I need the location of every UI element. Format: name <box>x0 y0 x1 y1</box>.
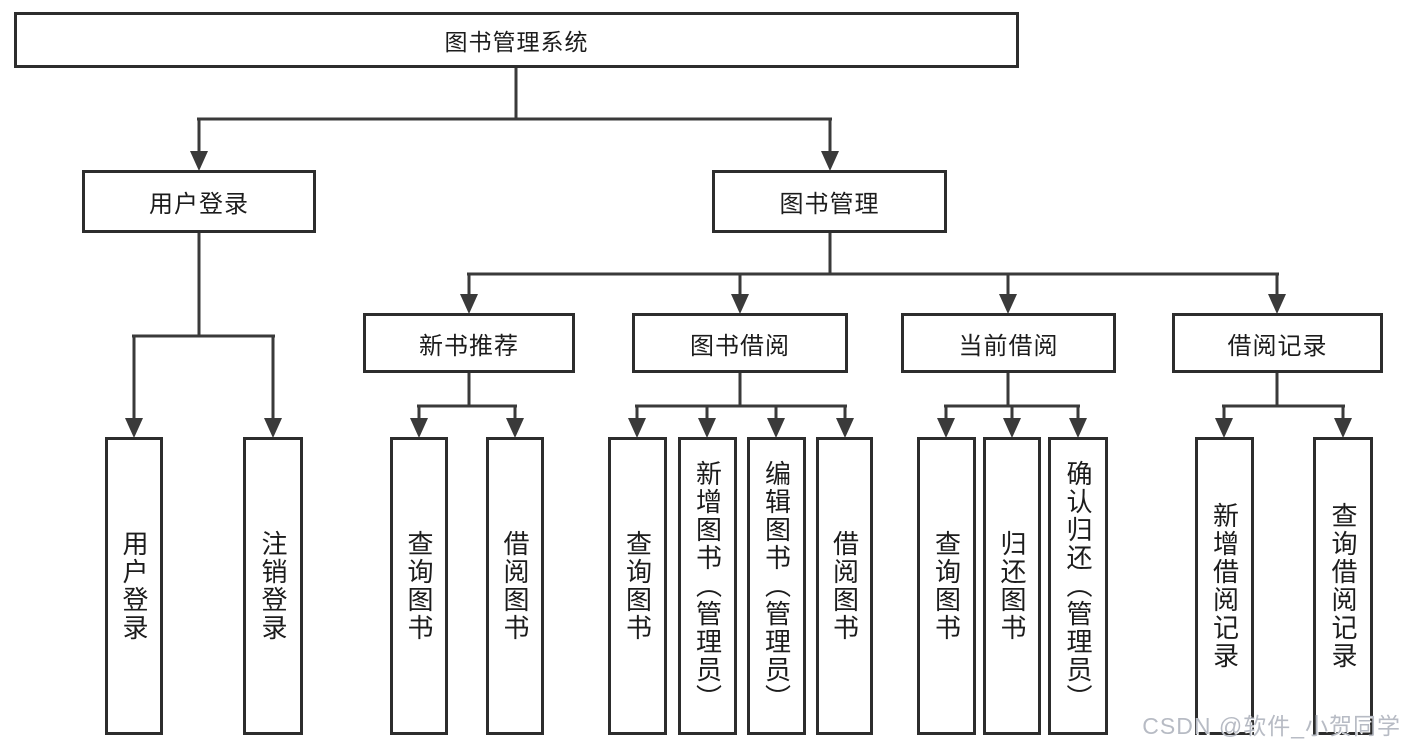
leaf-newbook-query-book: 查询图书 <box>390 437 448 735</box>
leaf-current-confirm-return-admin-label: 确认归还（管理员） <box>1063 460 1093 712</box>
leaf-borrow-edit-book-admin: 编辑图书（管理员） <box>747 437 806 735</box>
node-root: 图书管理系统 <box>14 12 1019 68</box>
node-borrow-records-label: 借阅记录 <box>1227 332 1328 360</box>
leaf-current-return-book: 归还图书 <box>983 437 1041 735</box>
leaf-current-confirm-return-admin: 确认归还（管理员） <box>1048 437 1108 735</box>
node-book-borrow-label: 图书借阅 <box>690 332 790 360</box>
node-book-management: 图书管理 <box>712 170 947 233</box>
leaf-borrow-add-book-admin-label: 新增图书（管理员） <box>692 460 723 712</box>
node-user-login-label: 用户登录 <box>149 191 249 218</box>
node-user-login: 用户登录 <box>82 170 316 233</box>
watermark: CSDN @软件_小贺同学 <box>1142 713 1401 739</box>
leaf-newbook-borrow-book-label: 借阅图书 <box>500 530 530 642</box>
leaf-current-return-book-label: 归还图书 <box>997 530 1027 642</box>
leaf-borrow-borrow-book-label: 借阅图书 <box>829 530 860 642</box>
node-book-management-label: 图书管理 <box>779 191 880 218</box>
node-new-book-recommend-label: 新书推荐 <box>419 332 519 360</box>
node-new-book-recommend: 新书推荐 <box>363 313 575 373</box>
leaf-borrow-add-book-admin: 新增图书（管理员） <box>678 437 737 735</box>
leaf-borrow-borrow-book: 借阅图书 <box>816 437 873 735</box>
node-root-label: 图书管理系统 <box>444 29 589 55</box>
node-current-borrow: 当前借阅 <box>901 313 1116 373</box>
node-borrow-records: 借阅记录 <box>1172 313 1383 373</box>
leaf-user-login-label: 用户登录 <box>119 530 149 642</box>
node-current-borrow-label: 当前借阅 <box>958 332 1059 360</box>
leaf-borrow-query-book: 查询图书 <box>608 437 667 735</box>
leaf-logout-login: 注销登录 <box>243 437 303 735</box>
leaf-records-query-record-label: 查询借阅记录 <box>1328 502 1358 670</box>
leaf-logout-login-label: 注销登录 <box>258 530 288 642</box>
leaf-borrow-edit-book-admin-label: 编辑图书（管理员） <box>761 460 792 712</box>
leaf-newbook-query-book-label: 查询图书 <box>404 530 434 642</box>
leaf-records-add-record-label: 新增借阅记录 <box>1209 502 1240 670</box>
node-book-borrow: 图书借阅 <box>632 313 848 373</box>
leaf-current-query-book: 查询图书 <box>917 437 976 735</box>
leaf-user-login: 用户登录 <box>105 437 163 735</box>
leaf-records-add-record: 新增借阅记录 <box>1195 437 1254 735</box>
leaf-newbook-borrow-book: 借阅图书 <box>486 437 544 735</box>
leaf-records-query-record: 查询借阅记录 <box>1313 437 1373 735</box>
leaf-borrow-query-book-label: 查询图书 <box>622 530 653 642</box>
arrowheads <box>125 151 1352 438</box>
leaf-current-query-book-label: 查询图书 <box>931 530 962 642</box>
